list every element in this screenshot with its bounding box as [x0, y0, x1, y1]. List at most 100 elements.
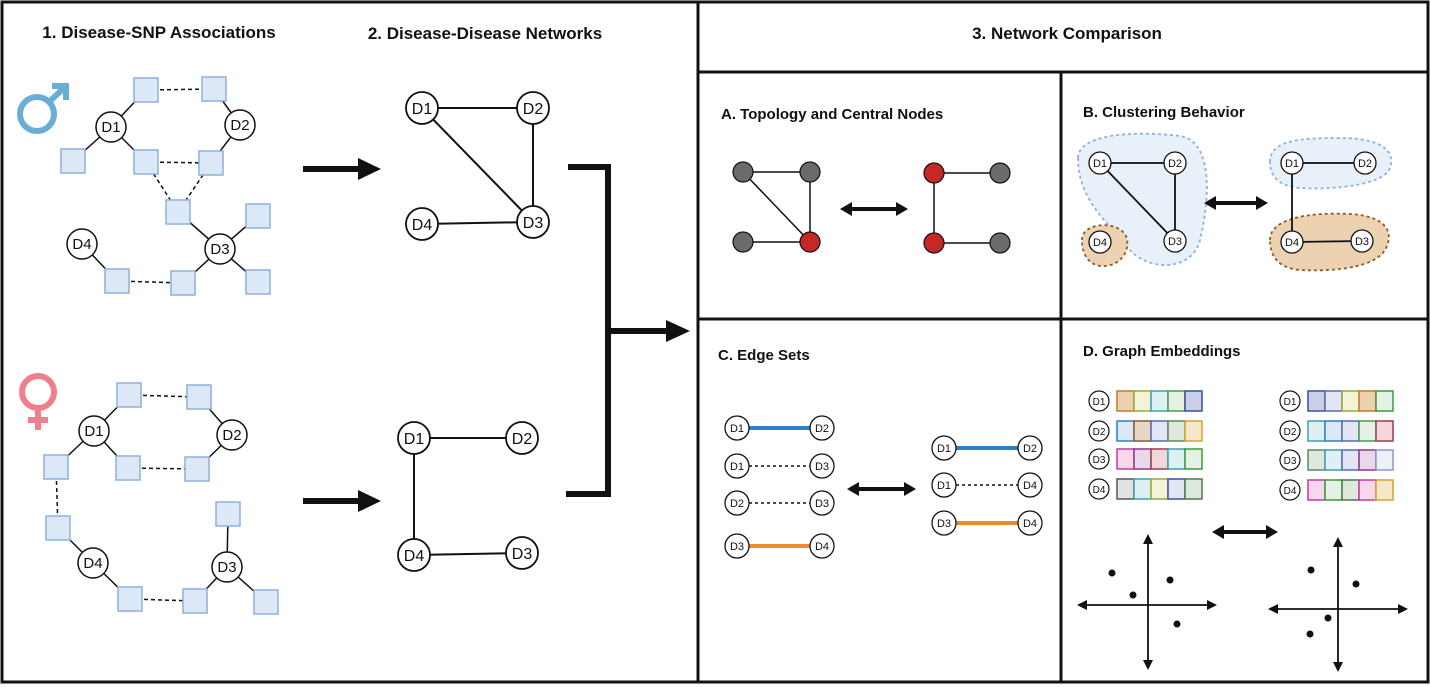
- node-d1: [1279, 390, 1301, 412]
- node-label: D1: [937, 443, 951, 455]
- node-label: D2: [512, 431, 533, 448]
- node-d3: [1163, 229, 1187, 253]
- node-d4: [1017, 510, 1043, 536]
- snp-box: [245, 269, 271, 295]
- node-d2: [1088, 420, 1110, 442]
- node-label: D3: [210, 241, 229, 258]
- node-label: D2: [1284, 427, 1297, 438]
- node-label: D4: [1093, 485, 1106, 496]
- arrow-right-icon: [303, 158, 381, 180]
- node-label: D3: [512, 546, 533, 563]
- node-label: D3: [815, 498, 829, 510]
- panel2-title: 2. Disease-Disease Networks: [368, 24, 602, 43]
- snp-box: [165, 199, 191, 225]
- node-d3: [809, 490, 835, 516]
- clusters-right: D1 D2 D3 D4: [1269, 137, 1393, 272]
- node-label: D3: [1168, 236, 1182, 248]
- node-d4: [77, 547, 109, 579]
- node-label: D3: [1284, 456, 1297, 467]
- node-label: D2: [222, 427, 241, 444]
- node-label: D4: [815, 541, 829, 553]
- node-label: D4: [83, 555, 102, 572]
- node-label: D2: [730, 498, 744, 510]
- double-arrow-icon: [847, 482, 916, 496]
- embedding-point: [1324, 614, 1332, 622]
- embedding-point: [1173, 620, 1181, 628]
- node-d3: [724, 533, 750, 559]
- clusters-left: D1 D2 D3 D4: [1077, 132, 1208, 267]
- node-label: D4: [1284, 486, 1297, 497]
- node-d3: [505, 536, 539, 570]
- node: [732, 231, 754, 253]
- node-d2: [1353, 151, 1377, 175]
- snp-box: [201, 76, 227, 102]
- node-d1: [78, 415, 110, 447]
- embedding-point: [1306, 630, 1314, 638]
- section-c-title: C. Edge Sets: [718, 347, 810, 364]
- panel3-title: 3. Network Comparison: [972, 24, 1162, 43]
- node-label: D4: [72, 236, 91, 253]
- node-label: D3: [937, 518, 951, 530]
- node-label: D1: [730, 461, 744, 473]
- node-label: D3: [217, 559, 236, 576]
- male-disease-network: D1 D2 D3 D4: [405, 91, 550, 241]
- node-d1: [397, 421, 431, 455]
- node-d4: [1088, 478, 1110, 500]
- snp-box: [117, 586, 143, 612]
- node-label: D3: [1093, 455, 1106, 466]
- node-label: D2: [1168, 158, 1182, 170]
- node-d2: [1163, 151, 1187, 175]
- node-label: D1: [1093, 158, 1107, 170]
- node-label: D2: [1093, 427, 1106, 438]
- node-label: D1: [412, 101, 433, 118]
- section-a-title: A. Topology and Central Nodes: [721, 106, 943, 123]
- snp-box: [245, 203, 271, 229]
- node-d2: [216, 419, 248, 451]
- snp-box: [133, 149, 159, 175]
- node-label: D1: [937, 480, 951, 492]
- node-d3: [931, 510, 957, 536]
- embedding-point: [1108, 569, 1116, 577]
- node-d3: [211, 551, 243, 583]
- node-d4: [1017, 472, 1043, 498]
- node-d3: [516, 205, 550, 239]
- node-label: D4: [404, 548, 425, 565]
- node-d3: [1088, 448, 1110, 470]
- female-network: D1 D2 D3 D4: [43, 382, 279, 615]
- node-d1: [931, 472, 957, 498]
- embedding-scatter-right: [1268, 537, 1408, 672]
- node-d1: [1088, 151, 1112, 175]
- node-d3: [1350, 229, 1374, 253]
- double-arrow-icon: [840, 202, 908, 216]
- embedding-matrix-left: D1 D2 D3 D4: [1088, 390, 1203, 500]
- node-d2: [1017, 435, 1043, 461]
- node-d3: [1279, 449, 1301, 471]
- snp-box: [60, 148, 86, 174]
- section-d-title: D. Graph Embeddings: [1083, 343, 1241, 360]
- node-d2: [516, 91, 550, 125]
- node: [732, 161, 754, 183]
- embedding-point: [1166, 576, 1174, 584]
- snp-box: [253, 589, 279, 615]
- snp-box: [115, 455, 141, 481]
- node-label: D2: [1358, 158, 1372, 170]
- snp-box: [116, 382, 142, 408]
- node-label: D4: [1023, 480, 1037, 492]
- node-d1: [405, 91, 439, 125]
- node-label: D4: [1093, 237, 1107, 249]
- node: [989, 232, 1011, 254]
- topology-graph-left: [732, 161, 821, 253]
- node-label: D2: [815, 423, 829, 435]
- node-label: D1: [1093, 397, 1106, 408]
- snp-box: [198, 150, 224, 176]
- node-label: D4: [1023, 518, 1037, 530]
- embedding-matrix-right: D1 D2 D3 D4: [1279, 390, 1394, 501]
- node-d4: [397, 538, 431, 572]
- male-network: D1 D2 D3 D4: [60, 76, 271, 296]
- double-arrow-icon: [1204, 196, 1268, 210]
- snp-box: [104, 268, 130, 294]
- snp-box: [186, 384, 212, 410]
